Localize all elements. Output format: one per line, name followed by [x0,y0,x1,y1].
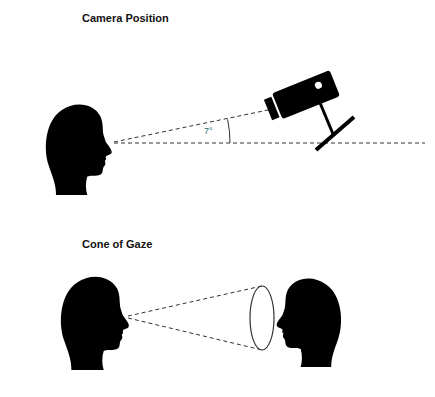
head-silhouette [46,105,112,195]
cone-line [128,286,262,316]
camera-symbol [263,70,340,123]
camera-post [318,98,333,134]
section-heading: Cone of Gaze [82,238,152,250]
section-heading: Camera Position [82,12,169,24]
horizontal-line [114,143,425,144]
head-silhouette [277,279,341,367]
sight-line [114,110,268,142]
angle-label: 7° [203,126,214,136]
camera-body [272,70,340,119]
camera-base [316,117,354,150]
head-silhouette [61,277,129,370]
camera-light [314,81,323,90]
cone-ellipse [250,286,274,350]
angle-arc [228,119,230,143]
cone-line [128,318,262,350]
camera-lens [264,97,280,120]
